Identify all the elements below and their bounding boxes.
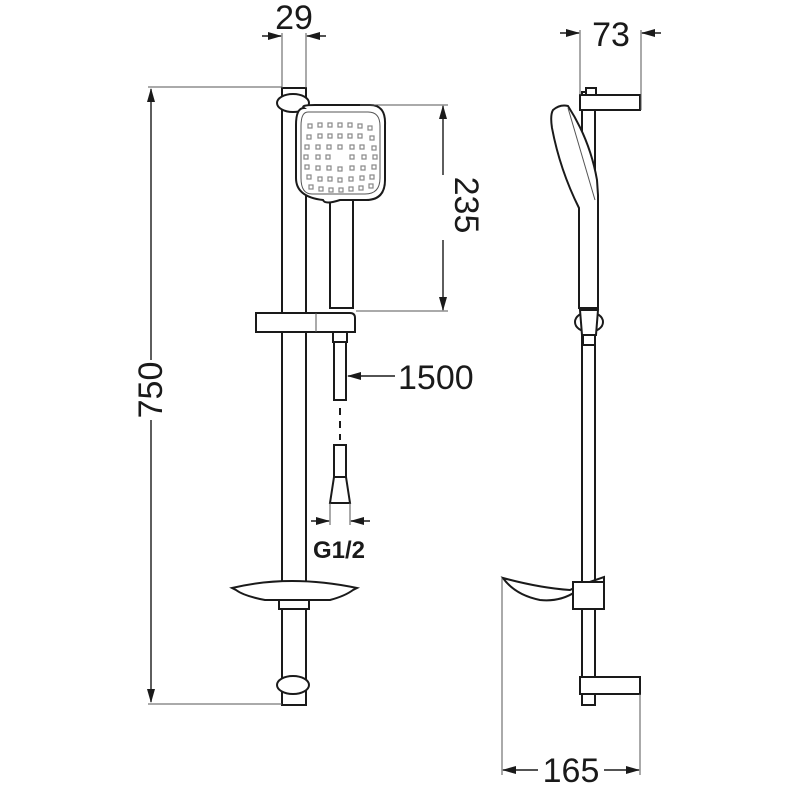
dim-1500-label: 1500 bbox=[398, 359, 474, 397]
dim-wall-offset: 73 bbox=[560, 16, 661, 110]
front-view: 29 235 750 1500 G1/2 bbox=[132, 0, 485, 706]
dim-total-height: 750 bbox=[132, 86, 282, 705]
side-soap-dish bbox=[500, 575, 605, 602]
soap-dish bbox=[229, 580, 361, 610]
dim-g12-label: G1/2 bbox=[313, 537, 365, 564]
side-view: 73 165 bbox=[500, 16, 661, 790]
spray-nozzles bbox=[303, 122, 378, 193]
bottom-wall-bracket bbox=[276, 675, 310, 695]
side-hand-shower bbox=[550, 104, 599, 309]
hose-nut bbox=[328, 476, 352, 504]
hose-upper bbox=[333, 341, 347, 401]
dim-connection-thread: G1/2 bbox=[311, 503, 370, 564]
dim-soap-dish-depth: 165 bbox=[501, 578, 641, 790]
side-bottom-bracket bbox=[579, 676, 641, 695]
dim-165-label: 165 bbox=[543, 752, 600, 790]
dim-rail-width: 29 bbox=[262, 0, 326, 88]
dim-73-label: 73 bbox=[592, 16, 630, 54]
dim-hose-length: 1500 bbox=[347, 359, 474, 397]
hose-top-connector bbox=[332, 331, 348, 343]
dim-29-label: 29 bbox=[275, 0, 313, 37]
hose-lower bbox=[333, 444, 347, 478]
hand-shower bbox=[295, 104, 387, 309]
dim-handshower-length: 235 bbox=[356, 104, 485, 312]
top-wall-bracket bbox=[276, 93, 310, 113]
side-top-bracket bbox=[579, 94, 641, 111]
slider-holder bbox=[255, 312, 356, 333]
dim-235-label: 235 bbox=[447, 177, 485, 234]
dim-750-label: 750 bbox=[132, 362, 170, 419]
